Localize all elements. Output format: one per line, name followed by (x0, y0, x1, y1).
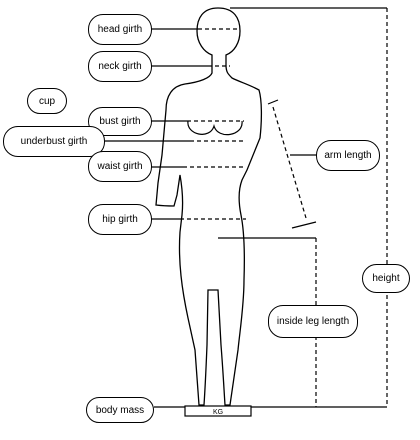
body-mass-label: body mass (86, 397, 154, 423)
hip-girth-label: hip girth (88, 204, 152, 235)
arm-end-top (267, 99, 279, 105)
arm-end-bottom (291, 221, 317, 229)
weighing-scale (184, 405, 252, 417)
underbust-girth-label: underbust girth (3, 126, 105, 157)
arm-length-label: arm length (316, 140, 380, 171)
body-silhouette (155, 7, 263, 406)
scale-unit-text: KG (213, 409, 223, 416)
waist-girth-label: waist girth (88, 151, 152, 182)
cup-label: cup (27, 88, 67, 114)
neck-girth-label: neck girth (88, 51, 152, 82)
height-label: height (362, 264, 410, 293)
bust-girth-label: bust girth (88, 107, 152, 136)
arm-length-line (272, 106, 307, 219)
bust-cup-outline (187, 120, 243, 136)
inside-leg-length-label: inside leg length (268, 305, 358, 338)
head-girth-label: head girth (88, 14, 152, 45)
